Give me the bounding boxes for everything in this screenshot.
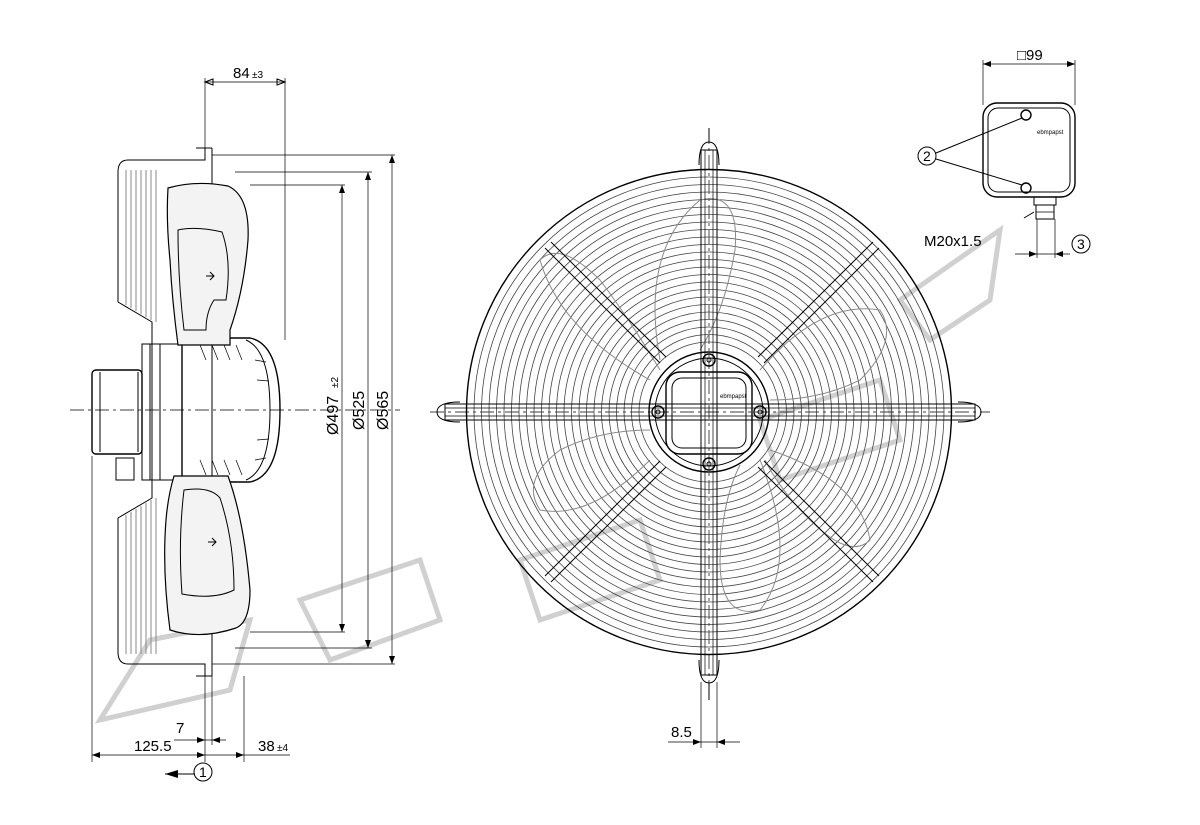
dim-38: 38: [258, 738, 275, 755]
guard-ring: [473, 176, 945, 648]
front-view: ebmpapst 8.5: [430, 128, 990, 748]
dim-38-tol: ±4: [277, 743, 288, 754]
guard-ring: [541, 244, 877, 580]
guard-ring: [503, 206, 915, 618]
dim-d497: Ø497: [325, 396, 342, 435]
guard-ring: [616, 319, 802, 505]
guard-ring: [586, 289, 832, 535]
hub-brand: ebmpapst: [720, 394, 747, 400]
dim-99: □99: [1017, 47, 1043, 64]
front-blades: [532, 198, 888, 612]
guard-ring: [638, 341, 780, 483]
terminal-brand: ebmpapst: [1037, 130, 1064, 136]
front-diagonal-rods: [544, 241, 880, 583]
guard-ring: [496, 199, 922, 625]
guard-ring: [623, 326, 795, 498]
guard-ring: [526, 229, 892, 595]
callout-1: 1: [199, 764, 207, 780]
guard-ring: [608, 311, 810, 513]
guard-ring: [481, 184, 937, 640]
guard-ring: [601, 304, 817, 520]
dim-8-5: 8.5: [671, 724, 692, 741]
dim-d565: Ø565: [375, 391, 392, 430]
guard-ring: [518, 221, 900, 603]
front-cross-rods: [436, 128, 982, 700]
side-guard-wires: [125, 170, 157, 654]
dim-d497-tol: ±2: [330, 377, 341, 388]
guard-ring: [563, 266, 855, 558]
side-view: 84 ±3 Ø497 ±2 Ø525 Ø565 7 125.5: [70, 65, 400, 782]
dim-7: 7: [176, 720, 184, 737]
guard-ring: [571, 274, 847, 550]
callout-1-circle: [193, 762, 213, 782]
guard-ring: [548, 251, 870, 573]
terminal-box: □99 ebmpapst 2 M20x1.5 3: [917, 47, 1091, 258]
dim-125-5: 125.5: [134, 738, 172, 755]
guard-ring: [465, 168, 953, 656]
dim-depth: 84: [233, 65, 250, 82]
guard-ring: [556, 259, 862, 565]
guard-rings: [465, 168, 953, 656]
thread-label: M20x1.5: [924, 233, 982, 250]
callout-3: 3: [1077, 236, 1085, 252]
guard-ring: [593, 296, 825, 528]
callout-2: 2: [923, 148, 931, 164]
guard-ring: [578, 281, 840, 543]
dim-depth-tol: ±3: [252, 70, 263, 81]
guard-ring: [511, 214, 907, 610]
guard-ring: [533, 236, 885, 588]
guard-ring: [488, 191, 930, 633]
front-hub: ebmpapst: [648, 351, 770, 473]
dim-d525: Ø525: [351, 391, 368, 430]
